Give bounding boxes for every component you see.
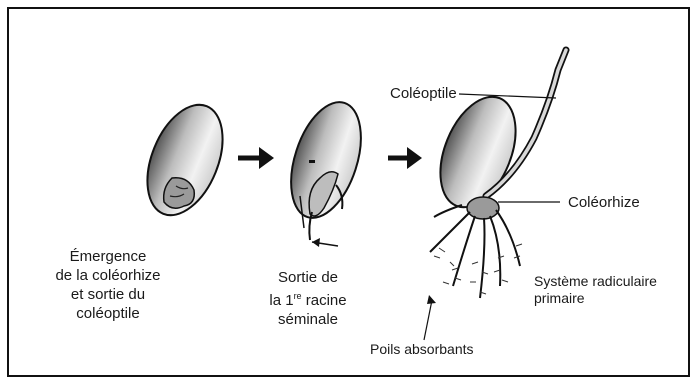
arrow-2: [388, 147, 422, 169]
label-root-system-line-1: Système radiculaire: [534, 273, 657, 290]
root-hairs: [434, 244, 522, 294]
arrow-1: [238, 147, 274, 169]
caption-stage-2-line-3: séminale: [258, 310, 358, 329]
label-coleorhize: Coléorhize: [568, 193, 640, 212]
caption-stage-1-line-3: et sortie du: [48, 285, 168, 304]
seed-stage-2: [278, 93, 374, 247]
caption-stage-1: Émergence de la coléorhize et sortie du …: [48, 247, 168, 323]
caption-stage-2-line-2: la 1re racine: [258, 287, 358, 310]
label-root-hairs: Poils absorbants: [370, 341, 474, 358]
label-coleoptile: Coléoptile: [390, 84, 457, 103]
label-root-system: Système radiculaire primaire: [534, 273, 657, 307]
caption-stage-2-line-1: Sortie de: [258, 268, 358, 287]
leader-root-hairs: [424, 300, 432, 340]
caption-stage-1-line-2: de la coléorhize: [48, 266, 168, 285]
coleorhize-emergence: [164, 178, 195, 209]
caption-stage-1-line-4: coléoptile: [48, 304, 168, 323]
caption-stage-1-line-1: Émergence: [48, 247, 168, 266]
coleorhize-base: [467, 197, 499, 219]
seed-stage-1: [133, 94, 238, 226]
label-root-system-line-2: primaire: [534, 290, 657, 307]
leader-coleoptile: [459, 94, 556, 98]
caption-stage-2: Sortie de la 1re racine séminale: [258, 268, 358, 329]
